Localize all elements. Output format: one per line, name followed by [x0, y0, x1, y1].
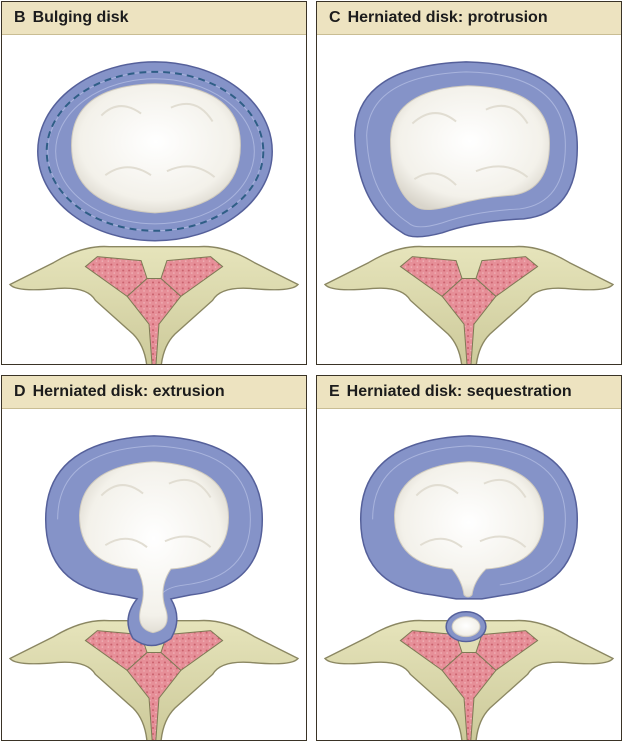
vertebra [9, 245, 299, 364]
annulus-ring [372, 445, 566, 586]
sequestration-illustration [324, 435, 614, 740]
panel-letter: D [14, 383, 26, 400]
nucleus-texture [100, 478, 212, 548]
nucleus-pulposus [71, 83, 241, 214]
bulging-disk-illustration [9, 61, 299, 364]
annulus-ring [57, 445, 251, 596]
protrusion-illustration [324, 61, 614, 364]
panel-sequestration: E Herniated disk: sequestration [316, 375, 622, 741]
nucleus-texture [100, 102, 216, 178]
annulus-ring [366, 71, 566, 228]
nucleus-pulposus [78, 461, 230, 634]
panel-title: Herniated disk: extrusion [32, 383, 225, 400]
panel-title-bar: D Herniated disk: extrusion [2, 376, 306, 409]
nucleus-texture [415, 478, 527, 548]
vertebra [324, 245, 614, 364]
panel-protrusion: C Herniated disk: protrusion [316, 1, 622, 365]
nucleus-pulposus [390, 85, 550, 210]
panel-title-bar: B Bulging disk [2, 2, 306, 35]
bulge-outline [45, 70, 265, 232]
panel-extrusion: D Herniated disk: extrusion [1, 375, 307, 741]
panel-title: Herniated disk: sequestration [346, 383, 572, 400]
panel-letter: B [14, 9, 26, 26]
panel-letter: C [329, 9, 341, 26]
annulus-ring [55, 78, 255, 225]
nucleus-texture [411, 104, 529, 186]
nucleus-pulposus [393, 461, 545, 598]
panel-title: Bulging disk [32, 9, 129, 26]
sequestered-fragment [451, 616, 481, 638]
panel-title-bar: E Herniated disk: sequestration [317, 376, 621, 409]
panel-letter: E [329, 383, 340, 400]
panel-title-bar: C Herniated disk: protrusion [317, 2, 621, 35]
panel-bulging-disk: B Bulging disk [1, 1, 307, 365]
panel-title: Herniated disk: protrusion [347, 9, 548, 26]
extrusion-illustration [9, 435, 299, 740]
